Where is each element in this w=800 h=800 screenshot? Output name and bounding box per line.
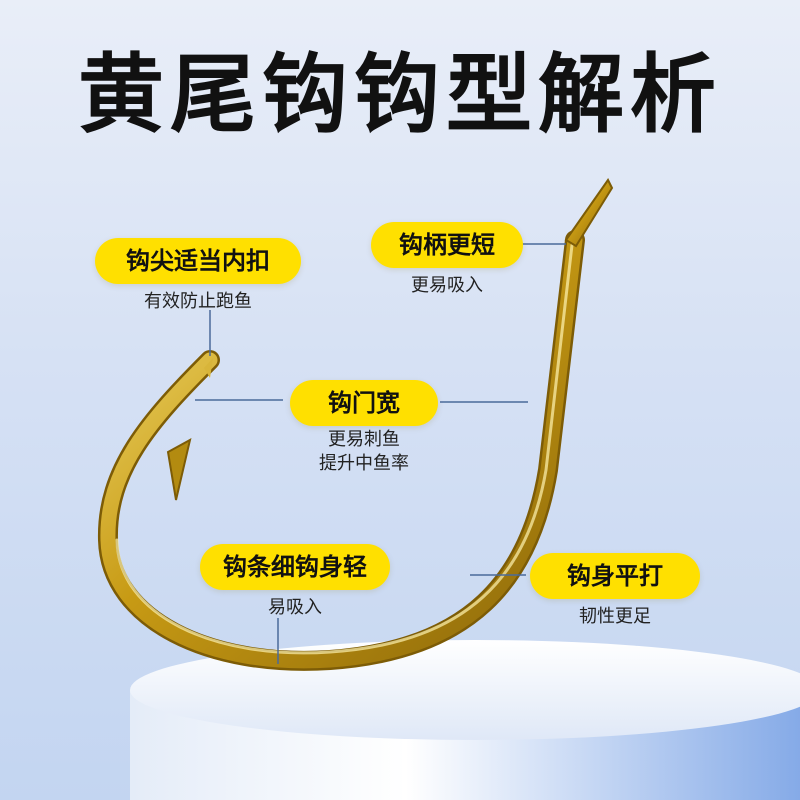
callout-forged-label: 钩身平打 xyxy=(530,553,700,599)
callout-tip-label: 钩尖适当内扣 xyxy=(95,238,301,284)
callout-wire-label: 钩条细钩身轻 xyxy=(200,544,390,590)
pedestal xyxy=(130,640,800,800)
fishing-hook xyxy=(97,178,614,671)
callout-tip-note: 有效防止跑鱼 xyxy=(144,291,252,312)
barb-icon xyxy=(166,438,192,501)
callout-forged-note: 韧性更足 xyxy=(579,606,651,627)
callout-shank-label: 钩柄更短 xyxy=(371,222,523,268)
hook-eye-icon xyxy=(564,178,614,248)
leader-lines xyxy=(195,243,566,664)
callout-gap-label: 钩门宽 xyxy=(290,380,438,426)
callout-shank-note: 更易吸入 xyxy=(411,275,483,296)
page-title: 黄尾钩钩型解析 xyxy=(78,45,722,145)
callout-gap-note-2: 提升中鱼率 xyxy=(319,453,409,474)
callout-wire-note: 易吸入 xyxy=(268,597,322,618)
callout-gap-note-1: 更易刺鱼 xyxy=(328,429,400,450)
